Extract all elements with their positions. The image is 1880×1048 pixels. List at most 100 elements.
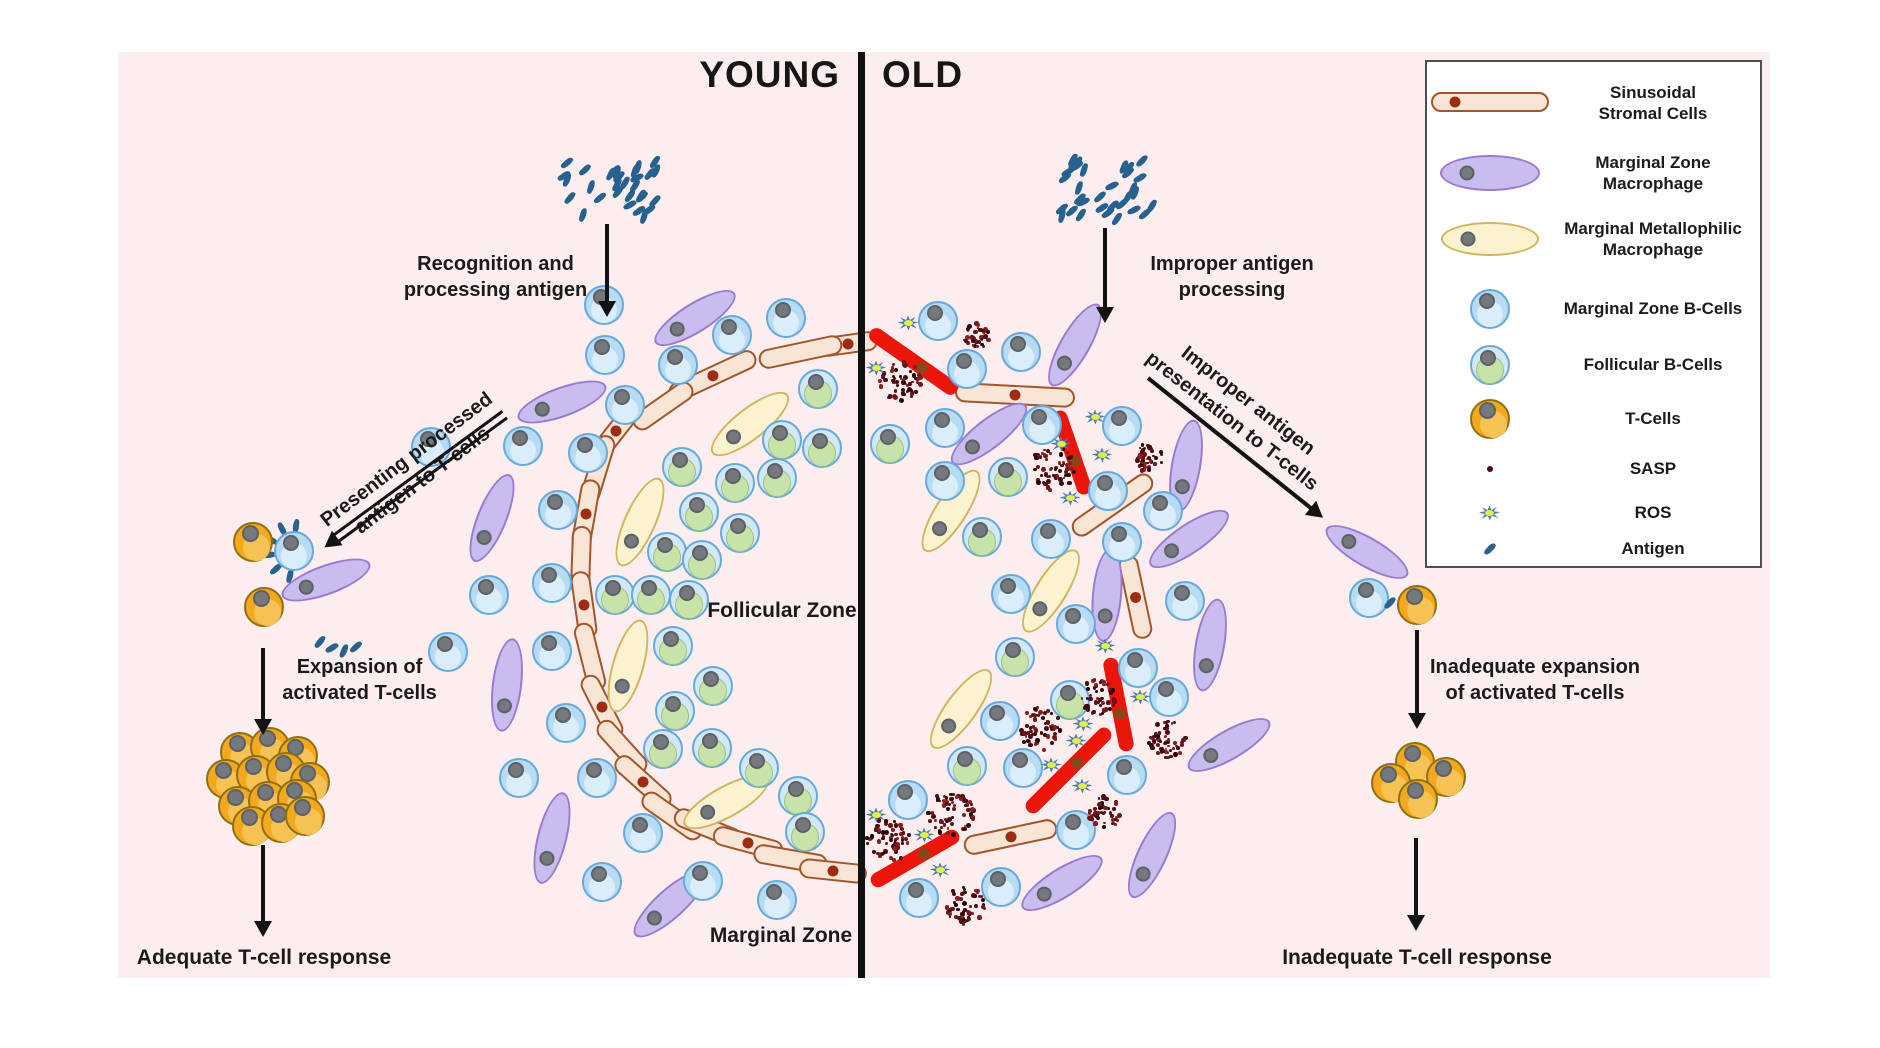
sasp-dot bbox=[1048, 488, 1053, 492]
sasp-dot bbox=[866, 841, 870, 845]
sasp-dot bbox=[1036, 465, 1041, 470]
sasp-dot bbox=[1080, 696, 1084, 700]
sasp-dot bbox=[900, 841, 904, 845]
t-cell bbox=[1398, 779, 1438, 819]
sasp-dot bbox=[883, 829, 889, 835]
sasp-dot bbox=[962, 887, 967, 892]
marginal-zone-macrophage-nucleus bbox=[296, 577, 317, 597]
sasp-dot bbox=[894, 832, 898, 836]
sasp-dot bbox=[918, 375, 923, 381]
t-cell-nucleus bbox=[294, 799, 311, 816]
marginal-zone-b-cell-nucleus bbox=[1012, 752, 1028, 768]
sasp-dot bbox=[1167, 744, 1170, 748]
follicular-b-cell bbox=[595, 575, 635, 615]
t-cell bbox=[244, 587, 284, 627]
legend-row: Marginal Zone Macrophage bbox=[1427, 142, 1760, 204]
sasp-dot bbox=[970, 807, 976, 813]
label-inadequate-expansion: Inadequate expansion of activated T-cell… bbox=[1429, 656, 1641, 704]
sasp-dot bbox=[1164, 747, 1168, 751]
sasp-dot bbox=[1046, 734, 1051, 739]
marginal-metallophilic-macrophage-nucleus bbox=[1029, 598, 1051, 620]
sasp-dot bbox=[876, 827, 881, 832]
sasp-dot bbox=[1034, 455, 1039, 461]
sasp-dot bbox=[878, 384, 884, 389]
sasp-dot bbox=[874, 826, 879, 831]
sasp-dot bbox=[918, 382, 924, 388]
marginal-zone-b-cell-nucleus bbox=[927, 305, 943, 321]
sasp-dot bbox=[941, 803, 947, 808]
sasp-dot bbox=[958, 897, 963, 902]
ros-icon-core bbox=[919, 832, 929, 838]
sasp-dot bbox=[1025, 724, 1029, 729]
marginal-zone-b-cell bbox=[925, 461, 965, 501]
marginal-zone-macrophage-nucleus bbox=[1054, 352, 1075, 374]
sasp-dot bbox=[1164, 756, 1168, 760]
sasp-dot bbox=[973, 894, 978, 898]
sasp-dot bbox=[951, 832, 956, 838]
sasp-dot bbox=[891, 858, 896, 863]
sasp-dot bbox=[1045, 448, 1051, 453]
sasp-dot bbox=[1149, 449, 1154, 453]
t-cell-nucleus bbox=[1435, 760, 1452, 777]
sasp-dot bbox=[959, 911, 965, 916]
marginal-zone-b-cell-nucleus bbox=[437, 636, 453, 652]
marginal-zone-b-cell bbox=[947, 349, 987, 389]
sasp-dot bbox=[1064, 469, 1069, 474]
marginal-zone-b-cell bbox=[577, 758, 617, 798]
sasp-dot bbox=[881, 836, 885, 841]
sasp-dot bbox=[1045, 474, 1050, 479]
sasp-dot bbox=[1053, 467, 1058, 471]
sasp-dot bbox=[966, 341, 970, 345]
follicular-b-cell bbox=[785, 812, 825, 852]
marginal-zone-b-cell-nucleus bbox=[1040, 523, 1056, 539]
sasp-dot bbox=[889, 838, 894, 843]
sasp-dot bbox=[1092, 710, 1096, 714]
arrow-expansion-young-head bbox=[254, 719, 273, 735]
sasp-dot bbox=[882, 377, 888, 383]
sasp-dot bbox=[966, 916, 972, 922]
follicular-b-cell-nucleus bbox=[767, 463, 783, 479]
sasp-dot bbox=[1100, 804, 1105, 809]
sasp-dot bbox=[1173, 741, 1177, 745]
sasp-dot bbox=[1085, 704, 1090, 709]
antigen-icon bbox=[1482, 541, 1498, 557]
label-adequate-response: Adequate T-cell response bbox=[136, 946, 392, 969]
marginal-zone-b-cell bbox=[888, 780, 928, 820]
sasp-dot bbox=[1139, 450, 1144, 454]
sasp-dot bbox=[1180, 737, 1186, 743]
sasp-dot bbox=[1033, 742, 1038, 746]
legend-row: Marginal Metallophilic Macrophage bbox=[1427, 208, 1760, 270]
sasp-dot bbox=[954, 914, 958, 919]
marginal-zone-b-cell bbox=[757, 880, 797, 920]
follicular-b-cell-nucleus bbox=[730, 518, 746, 534]
sasp-dot bbox=[899, 831, 904, 837]
sasp-dot bbox=[1045, 720, 1051, 725]
sasp-cluster bbox=[864, 818, 911, 863]
follicular-b-cell-nucleus bbox=[725, 468, 741, 484]
sasp-dot bbox=[975, 322, 980, 327]
sasp-dot bbox=[905, 841, 910, 846]
sasp-dot bbox=[965, 335, 970, 341]
follicular-b-cell-nucleus bbox=[998, 462, 1014, 478]
sasp-dot bbox=[1098, 806, 1103, 811]
sasp-dot bbox=[1043, 448, 1046, 452]
sasp-dot bbox=[1173, 752, 1178, 757]
sasp-dot bbox=[1088, 693, 1092, 697]
sasp-dot bbox=[907, 387, 913, 393]
sasp-dot bbox=[893, 840, 897, 843]
sasp-dot bbox=[1024, 735, 1028, 738]
sasp-dot bbox=[892, 819, 896, 823]
follicular-b-cell-nucleus bbox=[749, 753, 765, 769]
marginal-metallophilic-macrophage-nucleus bbox=[722, 426, 744, 448]
follicular-b-cell bbox=[692, 728, 732, 768]
follicular-b-cell bbox=[653, 626, 693, 666]
marginal-zone-macrophage-nucleus bbox=[1034, 883, 1055, 905]
ros-icon bbox=[865, 807, 887, 823]
sasp-dot bbox=[895, 845, 900, 850]
sasp-dot bbox=[901, 377, 906, 382]
marginal-zone-b-cell bbox=[499, 758, 539, 798]
marginal-zone-b-cell-nucleus bbox=[1127, 652, 1143, 668]
marginal-zone-b-cell bbox=[925, 408, 965, 448]
ros-icon bbox=[1059, 490, 1081, 506]
